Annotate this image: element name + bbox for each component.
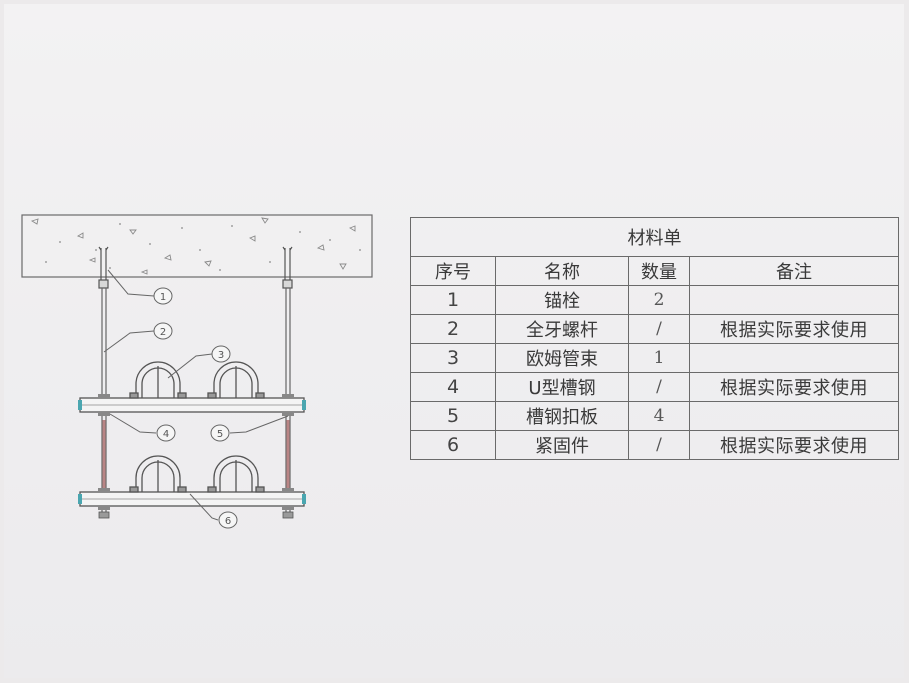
svg-text:5: 5	[217, 429, 223, 440]
materials-table: 材料单 序号 名称 数量 备注 1 锚栓 2 2 全牙螺杆 / 根据实际要求使用…	[410, 217, 899, 460]
row-qty: 2	[628, 285, 690, 315]
callout-2: 2	[153, 322, 173, 340]
table-row: 5 槽钢扣板 4	[410, 401, 899, 431]
row-no: 1	[410, 285, 496, 315]
anchor-bolt-right	[282, 246, 293, 289]
header-qty: 数量	[628, 256, 690, 286]
u-channel-lower	[78, 488, 306, 510]
row-note: 根据实际要求使用	[689, 314, 899, 344]
row-name: 全牙螺杆	[495, 314, 629, 344]
svg-text:1: 1	[160, 292, 166, 303]
pipe-clamp-upper-right	[207, 361, 265, 399]
header-name: 名称	[495, 256, 629, 286]
svg-text:3: 3	[218, 350, 224, 361]
row-name: 紧固件	[495, 430, 629, 460]
row-note: 根据实际要求使用	[689, 372, 899, 402]
header-note: 备注	[689, 256, 899, 286]
row-note	[689, 285, 899, 315]
svg-text:6: 6	[225, 516, 231, 527]
row-name: U型槽钢	[495, 372, 629, 402]
callout-6: 6	[218, 511, 238, 529]
row-no: 5	[410, 401, 496, 431]
concrete-slab	[21, 214, 373, 278]
row-no: 3	[410, 343, 496, 373]
callout-5: 5	[210, 424, 230, 442]
row-no: 2	[410, 314, 496, 344]
leader-lines	[103, 269, 289, 521]
row-no: 4	[410, 372, 496, 402]
pipe-clamp-upper-left	[129, 361, 187, 399]
fastener-nuts	[98, 511, 294, 519]
pipe-clamp-lower-right	[207, 455, 265, 493]
table-title-row: 材料单	[410, 217, 899, 257]
row-qty: /	[628, 372, 690, 402]
row-no: 6	[410, 430, 496, 460]
row-qty: 1	[628, 343, 690, 373]
row-name: 锚栓	[495, 285, 629, 315]
svg-text:2: 2	[160, 327, 166, 338]
row-note	[689, 401, 899, 431]
pipe-clamp-lower-left	[129, 455, 187, 493]
callout-4: 4	[156, 424, 176, 442]
row-qty: 4	[628, 401, 690, 431]
table-header-row: 序号 名称 数量 备注	[410, 256, 899, 286]
row-qty: /	[628, 430, 690, 460]
table-row: 2 全牙螺杆 / 根据实际要求使用	[410, 314, 899, 344]
table-title: 材料单	[410, 217, 899, 257]
table-row: 6 紧固件 / 根据实际要求使用	[410, 430, 899, 460]
svg-text:4: 4	[163, 429, 169, 440]
callout-1: 1	[153, 287, 173, 305]
row-note	[689, 343, 899, 373]
header-no: 序号	[410, 256, 496, 286]
table-row: 1 锚栓 2	[410, 285, 899, 315]
row-note: 根据实际要求使用	[689, 430, 899, 460]
callout-3: 3	[211, 345, 231, 363]
row-name: 欧姆管束	[495, 343, 629, 373]
u-channel-upper	[78, 394, 306, 416]
table-row: 3 欧姆管束 1	[410, 343, 899, 373]
row-name: 槽钢扣板	[495, 401, 629, 431]
table-row: 4 U型槽钢 / 根据实际要求使用	[410, 372, 899, 402]
anchor-bolt-left	[98, 246, 109, 289]
row-qty: /	[628, 314, 690, 344]
